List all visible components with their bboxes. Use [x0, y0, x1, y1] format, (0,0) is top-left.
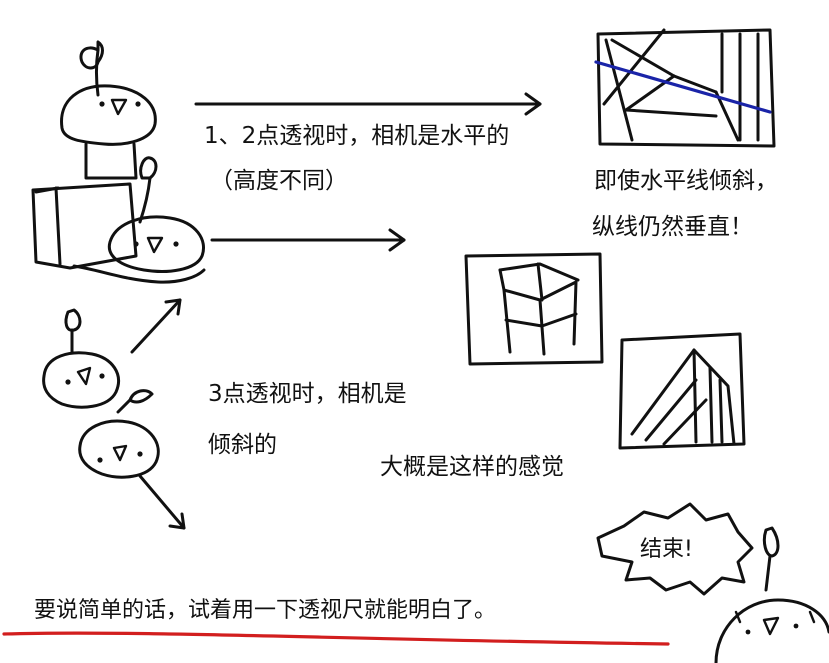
bottom-note: 要说简单的话，试着用一下透视尺就能明白了。 — [34, 598, 497, 623]
speech-bubble — [596, 502, 754, 596]
perspective-frame-building-up — [464, 252, 604, 366]
red-underline — [2, 631, 670, 646]
three-point-caption-line1: 3点透视时，相机是 — [208, 381, 407, 407]
camera-box — [31, 182, 138, 270]
arrow-up-diagonal — [130, 298, 182, 354]
perspective-frame-tilted-horizon — [594, 28, 776, 148]
arrow-down-diagonal — [138, 474, 186, 530]
arrow-top — [194, 92, 542, 116]
sprout-character-up — [42, 308, 120, 409]
sprout-character-top — [60, 40, 157, 180]
speech-bubble-text: 结束! — [640, 537, 693, 562]
sprout-character-middle — [72, 156, 206, 284]
feeling-caption: 大概是这样的感觉 — [380, 454, 564, 480]
two-point-caption-line1: 1、2点透视时，相机是水平的 — [204, 123, 510, 149]
horizon-caption-line1: 即使水平线倾斜， — [594, 168, 778, 194]
arrow-middle — [210, 228, 406, 252]
three-point-caption-line2: 倾斜的 — [208, 432, 277, 458]
perspective-frame-building-down — [618, 332, 746, 450]
two-point-caption-line2: （高度不同） — [210, 168, 348, 194]
horizon-line — [594, 60, 772, 114]
sprout-character-corner — [714, 526, 829, 663]
horizon-caption-line2: 纵线仍然垂直！ — [592, 214, 753, 240]
sprout-character-down — [78, 389, 160, 479]
